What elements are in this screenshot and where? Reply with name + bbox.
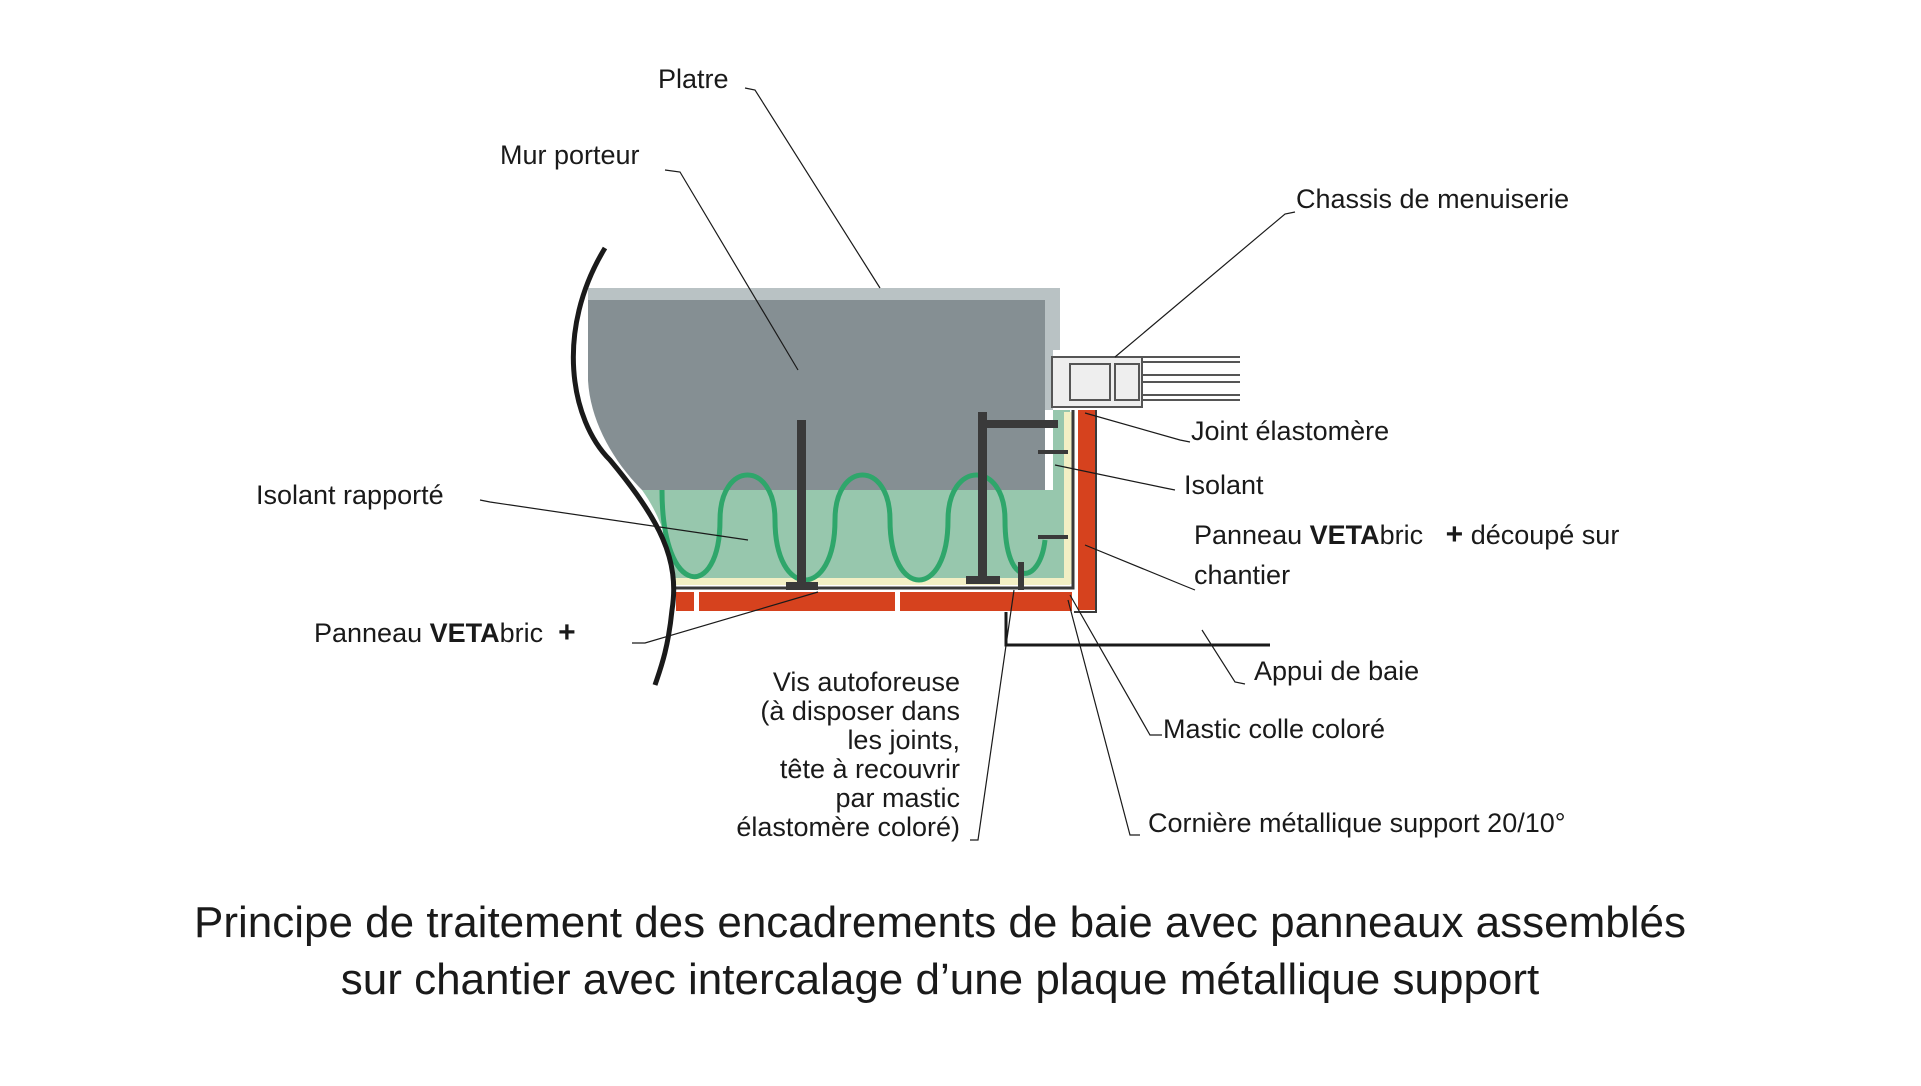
fixing-rods xyxy=(786,412,1068,590)
bottom-panels xyxy=(676,588,1074,611)
insulation-wave xyxy=(659,472,1048,583)
label-corniere: Cornière métallique support 20/10° xyxy=(1148,808,1566,838)
panneau-plus: + xyxy=(558,616,576,649)
window-frame xyxy=(1051,356,1240,408)
leader-lines xyxy=(479,87,1296,841)
panneau-decoupe-brand-light: bric xyxy=(1379,520,1424,550)
glue-line xyxy=(672,578,1070,585)
panneau-prefix: Panneau xyxy=(314,618,430,648)
vis-line5: par mastic xyxy=(835,783,960,813)
panneau-decoupe-brand-bold: VETA xyxy=(1309,520,1380,550)
panneau-brand-light: bric xyxy=(499,618,544,648)
label-mur-porteur: Mur porteur xyxy=(500,140,640,170)
vis-line1: Vis autoforeuse xyxy=(772,667,960,697)
side-panel xyxy=(1078,410,1096,610)
label-mastic: Mastic colle coloré xyxy=(1163,714,1386,744)
label-appui: Appui de baie xyxy=(1254,656,1420,686)
panneau-decoupe-suffix: découpé sur xyxy=(1470,520,1620,550)
caption-line1: Principe de traitement des encadrements … xyxy=(193,898,1686,947)
insulation-block xyxy=(642,490,1070,580)
plaster-layer xyxy=(588,288,1060,350)
caption-line2: sur chantier avec intercalage d’une plaq… xyxy=(340,955,1540,1004)
panneau-decoupe-prefix: Panneau xyxy=(1194,520,1310,550)
vis-line3: les joints, xyxy=(847,725,960,755)
sill xyxy=(1004,612,1270,647)
vis-line4: tête à recouvrir xyxy=(779,754,960,784)
label-panneau-decoupe: Panneau VETAbric + découpé sur xyxy=(1194,518,1620,551)
panneau-brand-bold: VETA xyxy=(429,618,500,648)
break-line xyxy=(570,246,677,686)
label-platre: Platre xyxy=(658,64,729,94)
vis-line6: élastomère coloré) xyxy=(736,812,960,842)
panneau-decoupe-plus: + xyxy=(1445,518,1464,551)
label-isolant: Isolant xyxy=(1184,470,1264,500)
vis-line2: (à disposer dans xyxy=(760,696,960,726)
label-vis: Vis autoforeuse (à disposer dans les joi… xyxy=(690,668,960,842)
wall-mass xyxy=(588,300,1045,490)
label-panneau-decoupe-line2: chantier xyxy=(1194,560,1291,590)
label-joint: Joint élastomère xyxy=(1191,416,1390,446)
label-panneau: Panneau VETAbric + xyxy=(314,616,576,649)
label-chassis: Chassis de menuiserie xyxy=(1296,184,1570,214)
label-isolant-rapporte: Isolant rapporté xyxy=(256,480,444,510)
